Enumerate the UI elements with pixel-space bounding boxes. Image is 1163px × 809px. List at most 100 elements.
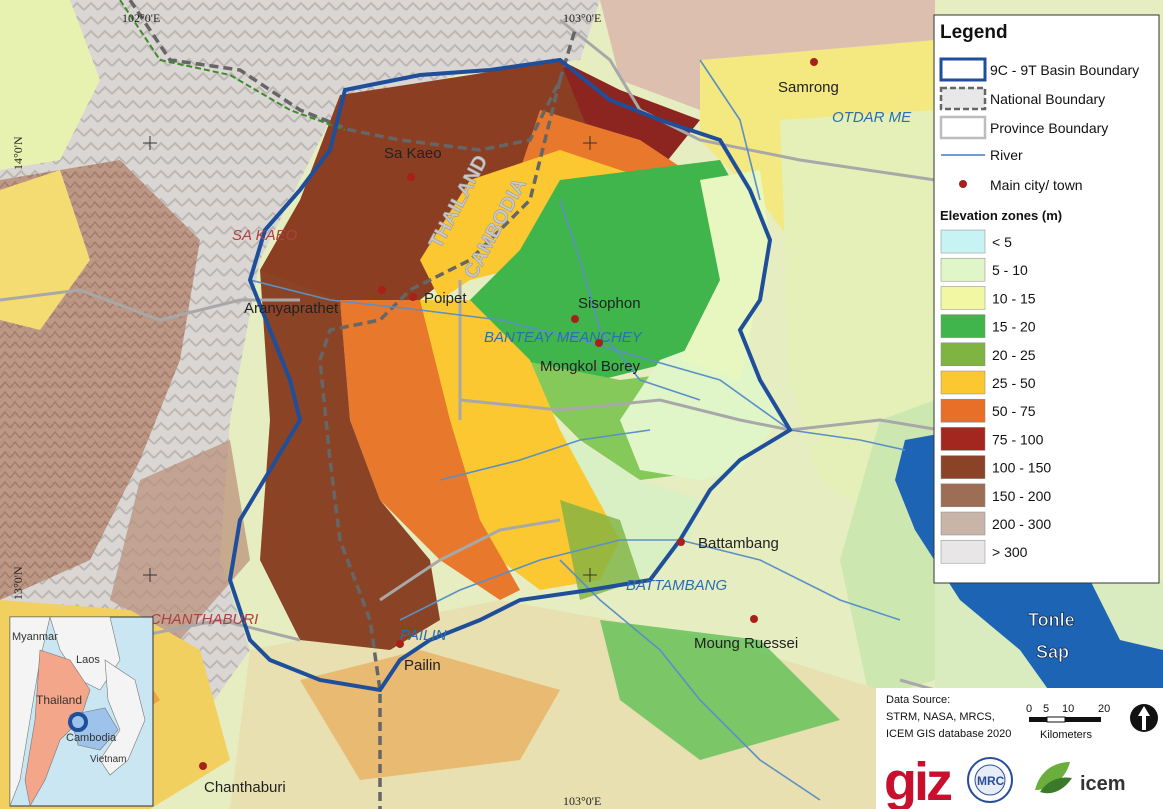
rivers — [249, 59, 906, 801]
basin-brown-west — [260, 270, 440, 650]
prov-battambang: BATTAMBANG — [626, 577, 727, 594]
city-dot-sakaeo — [407, 173, 415, 181]
legend-panel: Legend 9C - 9T Basin Boundary National B… — [933, 14, 1160, 584]
inset-label-myanmar: Myanmar — [12, 631, 58, 643]
basin-boundary — [227, 57, 793, 693]
city-dot-aranyaprathet — [378, 286, 386, 294]
legend-zone-label: 75 - 100 — [992, 431, 1044, 447]
prov-pailin: PAILIN — [400, 627, 447, 644]
inset-map: Myanmar Laos Thailand Cambodia Vietnam — [9, 616, 154, 807]
legend-label-river: River — [990, 147, 1023, 163]
city-dot-moungruessei — [750, 615, 758, 623]
scale-20: 20 — [1098, 703, 1110, 715]
terrain-south-orange — [300, 650, 560, 780]
legend-zone-label: 150 - 200 — [992, 488, 1051, 504]
lake-label-1: Tonle — [1028, 610, 1075, 630]
basin-pale-east2 — [680, 170, 770, 380]
legend-zones-title: Elevation zones (m) — [940, 208, 1062, 223]
city-pailin: Pailin — [404, 657, 441, 674]
legend-swatch-national — [939, 86, 987, 111]
terrain-west-brown2 — [110, 440, 250, 640]
city-chanthaburi: Chanthaburi — [204, 779, 286, 796]
national-boundary — [128, 0, 577, 809]
inset-basin-marker — [68, 712, 88, 732]
legend-zone-label: 20 - 25 — [992, 347, 1036, 363]
basin-orange-west — [340, 300, 520, 600]
legend-zone-label: 200 - 300 — [992, 516, 1051, 532]
legend-zone-swatch — [940, 286, 986, 310]
legend-zone-label: 100 - 150 — [992, 460, 1051, 476]
legend-zone-label: 15 - 20 — [992, 319, 1036, 335]
graticule — [143, 136, 597, 582]
legend-zone-swatch — [940, 455, 986, 479]
city-sisophon: Sisophon — [578, 295, 641, 312]
lake-label-2: Sap — [1036, 642, 1069, 662]
prov-banteay: BANTEAY MEANCHEY — [484, 329, 643, 346]
cities: Samrong Sa Kaeo Aranyaprathet Poipet Sis… — [199, 58, 839, 796]
inset-vietnam — [99, 659, 146, 776]
city-sakaeo: Sa Kaeo — [384, 145, 442, 162]
coord-lon-103: 103°0'E — [563, 11, 601, 25]
legend-zone-label: 5 - 10 — [992, 262, 1028, 278]
legend-zone-label: 10 - 15 — [992, 290, 1036, 306]
inset-label-laos: Laos — [76, 654, 100, 666]
basin-light-south — [560, 430, 700, 580]
city-dot-poipet — [409, 293, 417, 301]
city-battambang: Battambang — [698, 535, 779, 552]
legend-zone-swatch — [940, 539, 986, 564]
legend-label-province: Province Boundary — [990, 120, 1108, 136]
icem-logo-text: icem — [1080, 773, 1126, 795]
coord-lat-13: 13°0'N — [11, 566, 25, 600]
city-dot-battambang — [677, 538, 685, 546]
mrc-logo: MRC — [967, 757, 1013, 803]
legend-zone-label: 25 - 50 — [992, 375, 1036, 391]
city-moungruessei: Moung Ruessei — [694, 635, 798, 652]
national-boundary-green — [119, 0, 346, 131]
terrain-west-yellow — [0, 170, 90, 330]
source-line-2: STRM, NASA, MRCS, — [886, 711, 995, 723]
icem-logo: icem — [1035, 762, 1126, 795]
legend-swatch-basin — [939, 57, 987, 82]
inset-label-thailand: Thailand — [36, 693, 82, 707]
inset-label-vietnam: Vietnam — [90, 754, 127, 765]
legend-zone-swatch — [940, 229, 986, 254]
prov-sakaeo: SA KAEO — [232, 227, 298, 244]
inset-label-cambodia: Cambodia — [66, 732, 117, 744]
legend-zone-swatch — [940, 483, 986, 508]
legend-zone-swatch — [940, 257, 986, 282]
city-dot-sisophon — [571, 315, 579, 323]
scale-bar — [1029, 716, 1101, 723]
city-aranyaprathet: Aranyaprathet — [244, 300, 339, 317]
basin-green-center — [460, 160, 760, 380]
leaf-icon — [1035, 762, 1070, 790]
inset-thailand — [24, 649, 91, 807]
legend-label-basin: 9C - 9T Basin Boundary — [990, 62, 1139, 78]
basin-green-south — [560, 500, 640, 600]
mrc-logo-text: MRC — [977, 774, 1005, 788]
city-dot-mongkol — [595, 339, 603, 347]
legend-label-city: Main city/ town — [990, 177, 1083, 193]
legend-zone-swatch — [940, 511, 986, 536]
legend-zone-swatch — [940, 427, 986, 451]
legend-zone-label: > 300 — [992, 544, 1028, 560]
city-dot-pailin — [396, 640, 404, 648]
coord-lon-102: 102°0'E — [122, 11, 160, 25]
legend-zone-swatch — [940, 398, 986, 423]
legend-swatch-province — [939, 115, 987, 140]
city-samrong: Samrong — [778, 79, 839, 96]
giz-logo: giz — [884, 752, 965, 809]
terrain-south-green — [600, 620, 840, 760]
scale-unit: Kilometers — [1040, 729, 1092, 741]
city-mongkol: Mongkol Borey — [540, 358, 641, 375]
scale-0: 0 — [1026, 703, 1032, 715]
terrain-west-green — [0, 0, 100, 170]
scale-10: 10 — [1062, 703, 1074, 715]
legend-zone-swatch — [940, 314, 986, 338]
legend-swatch-city — [959, 180, 967, 188]
legend-label-national: National Boundary — [990, 91, 1105, 107]
legend-zone-label: < 5 — [992, 234, 1012, 250]
coord-lon-103-bottom: 103°0'E — [563, 794, 601, 808]
source-line-3: ICEM GIS database 2020 — [886, 728, 1011, 740]
